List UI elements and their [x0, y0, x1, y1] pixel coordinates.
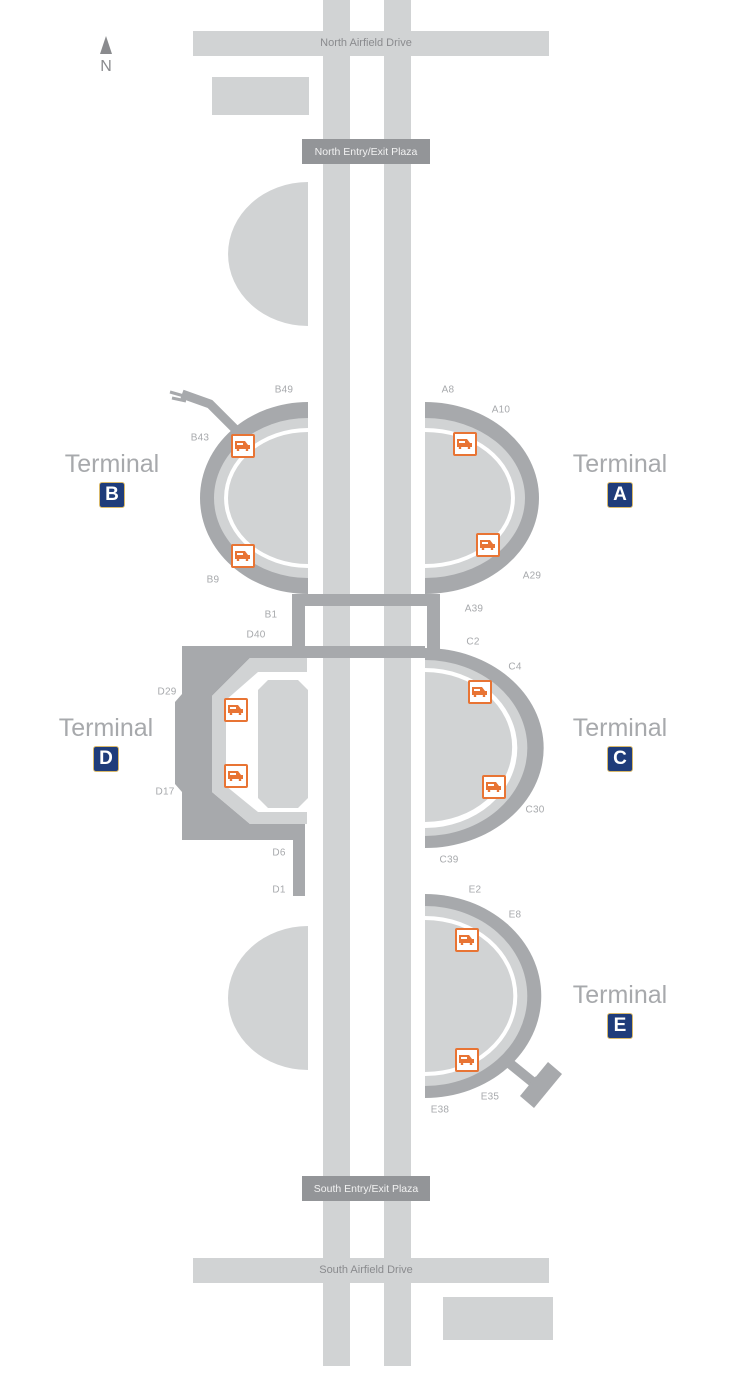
- shuttle-bus-icon: [228, 771, 243, 781]
- north-airfield-drive: [193, 31, 549, 56]
- shuttle-bus-icon: [235, 441, 250, 451]
- terminal-b-building: [169, 389, 308, 594]
- shuttle-stop-b-south[interactable]: [231, 544, 255, 568]
- terminal-c-badge: C: [607, 746, 633, 772]
- terminal-d-badge: D: [93, 746, 119, 772]
- shuttle-stop-e-south[interactable]: [455, 1048, 479, 1072]
- shuttle-bus-icon: [228, 705, 243, 715]
- parking-block-south: [443, 1297, 553, 1340]
- terminal-a-badge: A: [607, 482, 633, 508]
- terminal-word: Terminal: [64, 450, 160, 478]
- shuttle-stop-a-south[interactable]: [476, 533, 500, 557]
- terminal-e-label[interactable]: Terminal E: [560, 981, 680, 1039]
- future-terminal-north: [228, 182, 308, 326]
- shuttle-stop-c-south[interactable]: [482, 775, 506, 799]
- terminal-a-label[interactable]: Terminal A: [560, 450, 680, 508]
- terminal-c-building: [425, 648, 544, 848]
- shuttle-stop-b-north[interactable]: [231, 434, 255, 458]
- terminal-d-label[interactable]: Terminal D: [46, 714, 166, 772]
- shuttle-stop-d-north[interactable]: [224, 698, 248, 722]
- terminal-word: Terminal: [58, 714, 154, 742]
- terminal-e-building: [425, 894, 562, 1108]
- terminal-b-label[interactable]: Terminal B: [52, 450, 172, 508]
- shuttle-stop-c-north[interactable]: [468, 680, 492, 704]
- shuttle-bus-icon: [459, 1055, 474, 1065]
- future-terminal-south: [228, 926, 308, 1070]
- terminal-word: Terminal: [572, 450, 668, 478]
- shuttle-stop-a-north[interactable]: [453, 432, 477, 456]
- south-airfield-drive: [193, 1258, 549, 1283]
- north-entry-plaza: [302, 139, 430, 164]
- shuttle-stop-d-south[interactable]: [224, 764, 248, 788]
- terminal-e-badge: E: [607, 1013, 633, 1039]
- terminal-c-label[interactable]: Terminal C: [560, 714, 680, 772]
- shuttle-bus-icon: [472, 687, 487, 697]
- terminal-a-building: [425, 402, 539, 594]
- terminal-b-badge: B: [99, 482, 125, 508]
- shuttle-bus-icon: [235, 551, 250, 561]
- terminal-word: Terminal: [572, 981, 668, 1009]
- shuttle-bus-icon: [480, 540, 495, 550]
- parking-block-north: [212, 77, 309, 115]
- shuttle-bus-icon: [459, 935, 474, 945]
- shuttle-stop-e-north[interactable]: [455, 928, 479, 952]
- spine-roads: [323, 0, 411, 1366]
- south-entry-plaza: [302, 1176, 430, 1201]
- terminal-word: Terminal: [572, 714, 668, 742]
- shuttle-bus-icon: [457, 439, 472, 449]
- shuttle-bus-icon: [486, 782, 501, 792]
